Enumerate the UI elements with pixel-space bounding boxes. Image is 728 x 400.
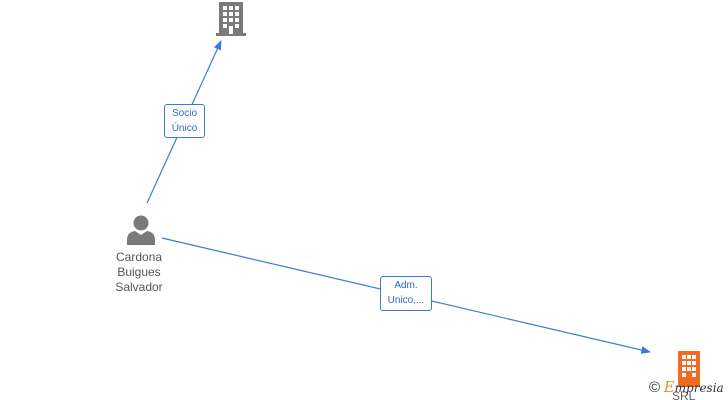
edge-label-line: Socio	[171, 108, 197, 119]
copyright-icon: ©	[649, 379, 661, 396]
company-node-top[interactable]	[216, 2, 246, 36]
edge-label-adm-unico[interactable]: Adm. Unico,...	[380, 276, 432, 311]
building-icon	[678, 351, 700, 387]
brand-logo: Empresia	[663, 378, 724, 396]
company-node-bottom[interactable]	[676, 351, 702, 387]
person-name-line: Buigues	[117, 265, 161, 279]
edge-label-line: Unico,...	[387, 295, 425, 306]
empresia-watermark: © Empresia	[649, 378, 724, 396]
person-name-line: Cardona	[115, 250, 163, 264]
person-name[interactable]: Cardona Buigues Salvador	[94, 250, 184, 295]
person-name-line: Salvador	[115, 280, 163, 294]
edge-label-socio-unico[interactable]: Socio Único	[164, 104, 205, 138]
person-node[interactable]	[125, 215, 157, 245]
edge-label-line: Adm.	[394, 280, 418, 291]
edge-label-line: Único	[171, 123, 198, 134]
building-icon	[216, 2, 246, 36]
person-icon	[127, 215, 155, 245]
company-bottom-label[interactable]: SRL	[672, 389, 696, 400]
